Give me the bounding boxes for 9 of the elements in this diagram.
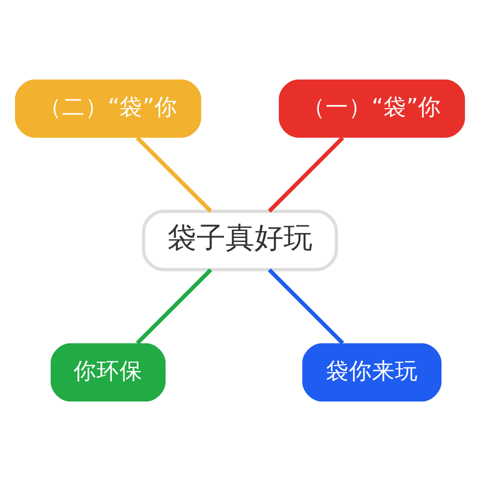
node-box: 袋子真好玩 — [142, 209, 338, 271]
connector — [268, 268, 344, 344]
node-box: （二）“袋”你 — [15, 78, 202, 138]
connector — [136, 136, 212, 212]
connector — [268, 136, 344, 212]
node-box: 袋你来玩 — [302, 342, 442, 402]
connector — [136, 268, 212, 344]
node-box: （一）“袋”你 — [278, 78, 465, 138]
node-box: 你环保 — [50, 342, 166, 402]
